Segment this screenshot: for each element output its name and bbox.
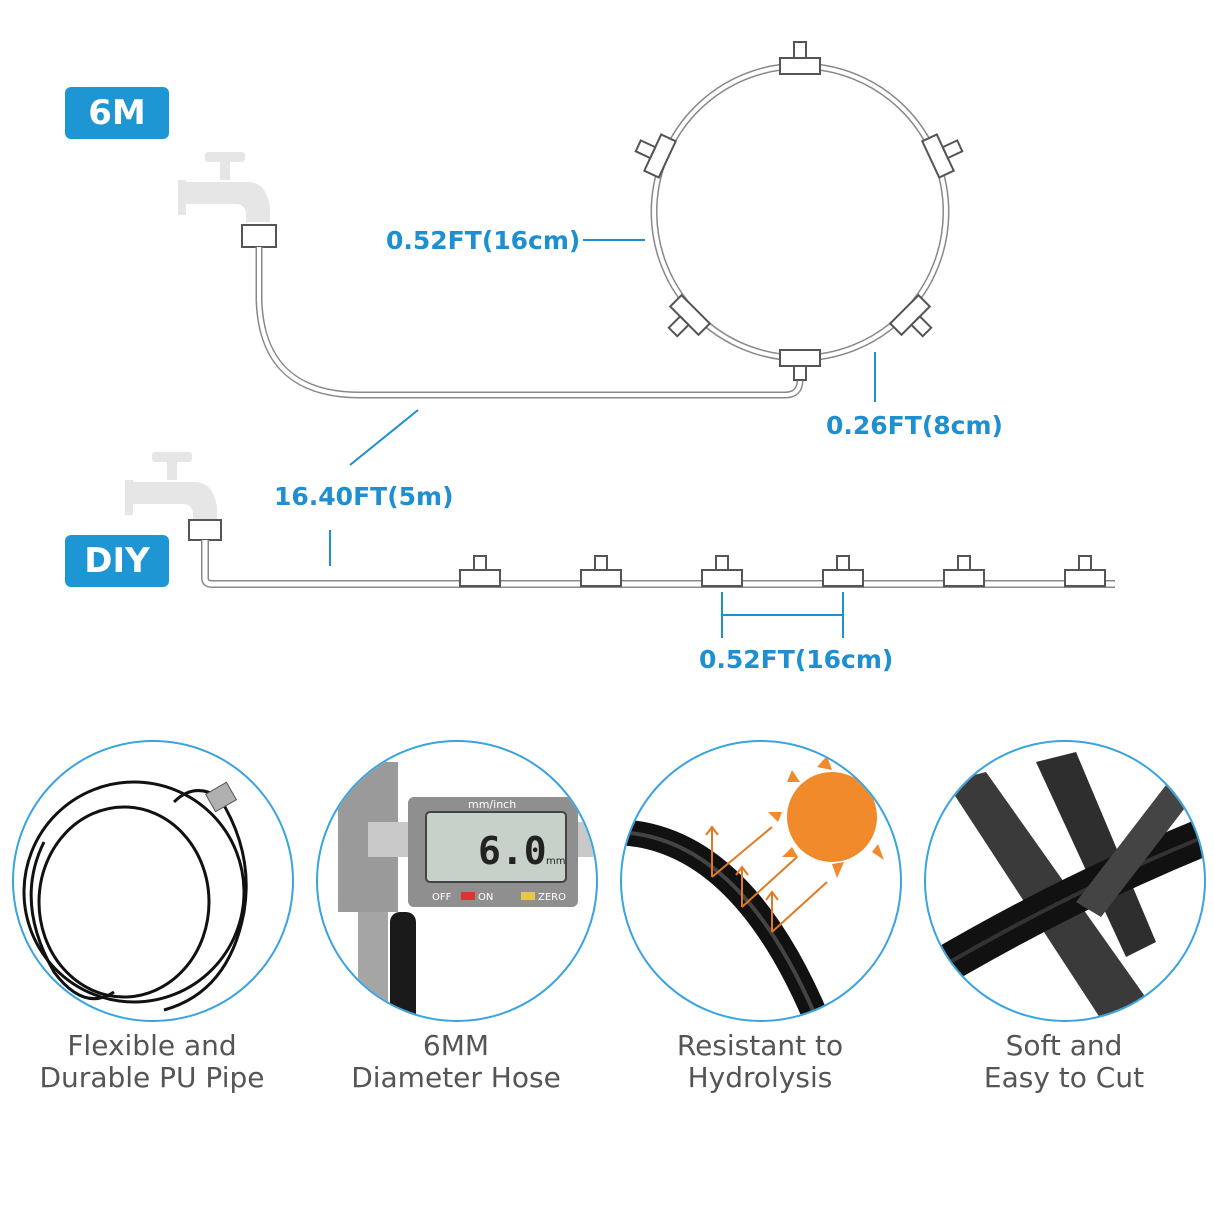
misting-kit-diagram — [125, 41, 1115, 638]
caption-diameter-line2: Diameter Hose — [351, 1061, 561, 1094]
caliper-unit-label: mm/inch — [468, 798, 516, 811]
dimension-spacing: 0.52FT(16cm) — [699, 645, 894, 674]
badge-diy: DIY — [65, 535, 169, 587]
feature-image-cut — [924, 740, 1206, 1022]
dimension-ring: 0.52FT(16cm) — [386, 226, 581, 255]
caption-hydrolysis-line1: Resistant to — [676, 1029, 844, 1062]
caption-hydrolysis-line2: Hydrolysis — [687, 1061, 833, 1094]
diy-tee-connectors — [459, 555, 1106, 587]
feature-image-flexible — [12, 740, 294, 1022]
faucet-icon-top — [178, 152, 270, 222]
caliper-icon: mm/inch 6.0 mm OFF ON ZERO — [338, 762, 596, 1020]
feature-image-hydrolysis — [620, 740, 902, 1022]
caption-diameter: 6MM Diameter Hose — [306, 1030, 606, 1094]
feature-image-diameter: mm/inch 6.0 mm OFF ON ZERO — [316, 740, 598, 1022]
caliper-reading-unit: mm — [546, 856, 565, 867]
caliper-zero: ZERO — [538, 892, 566, 903]
caption-cut-line2: Easy to Cut — [983, 1061, 1145, 1094]
sun-hose-icon — [622, 756, 884, 1020]
scissors-hose-icon — [926, 752, 1204, 1020]
badge-6m: 6M — [65, 87, 169, 139]
caption-hydrolysis: Resistant to Hydrolysis — [610, 1030, 910, 1094]
caliper-on: ON — [478, 892, 493, 903]
connector-top — [241, 224, 277, 248]
caption-flexible-line2: Durable PU Pipe — [39, 1061, 265, 1094]
caliper-reading: 6.0 — [478, 829, 547, 873]
coiled-hose-icon — [22, 780, 248, 1012]
caption-flexible-line1: Flexible and — [67, 1029, 237, 1062]
dimension-branch: 0.26FT(8cm) — [826, 411, 1003, 440]
dimension-hose: 16.40FT(5m) — [274, 482, 454, 511]
hose-6m — [255, 247, 804, 399]
caption-flexible: Flexible and Durable PU Pipe — [2, 1030, 302, 1094]
caption-cut: Soft and Easy to Cut — [914, 1030, 1214, 1094]
ring-tee-connectors — [634, 41, 964, 381]
caption-diameter-line1: 6MM — [422, 1029, 490, 1062]
caliper-off: OFF — [432, 892, 452, 903]
connector-bottom — [188, 519, 222, 541]
faucet-icon-bottom — [125, 452, 217, 522]
caption-cut-line1: Soft and — [1005, 1029, 1123, 1062]
